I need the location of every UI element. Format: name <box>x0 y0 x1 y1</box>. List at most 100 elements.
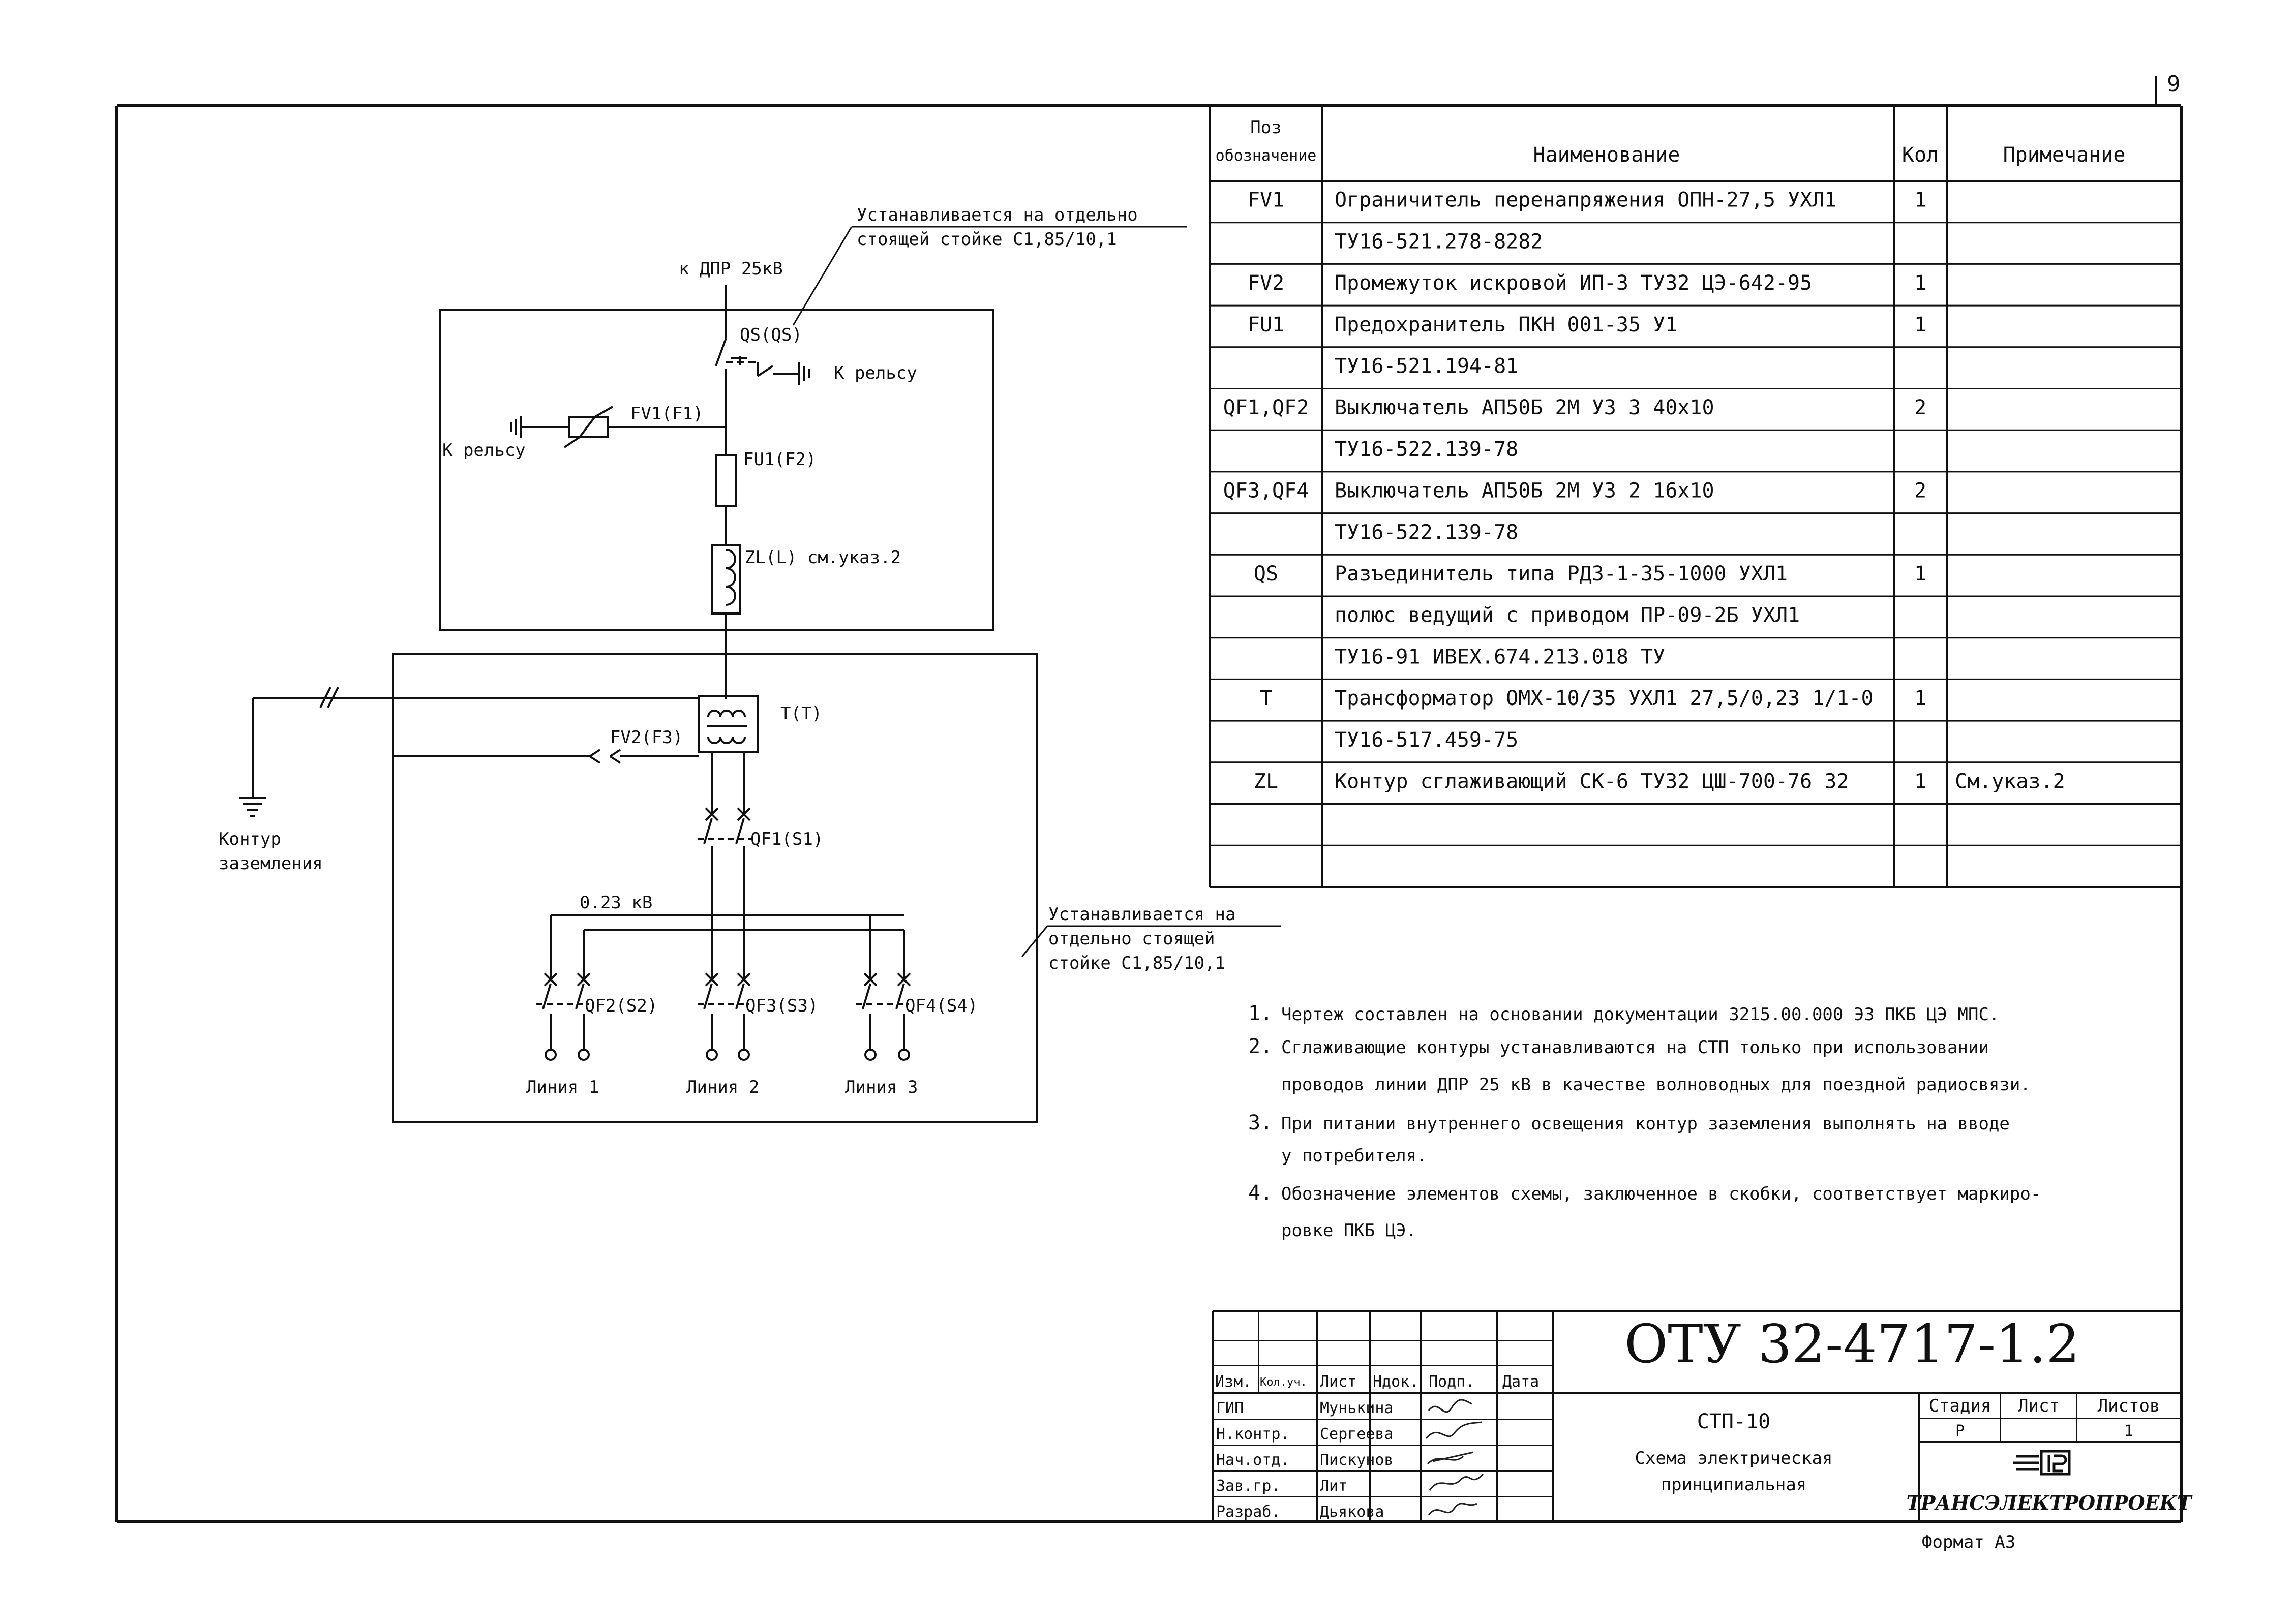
breaker-symbol <box>856 972 911 1061</box>
note-text: у потребителя. <box>1281 1146 1427 1166</box>
zl-label: ZL(L) см.указ.2 <box>745 547 901 568</box>
row-name: ТУ16-521.278-8282 <box>1335 230 1543 253</box>
rail-left-label: К рельсу <box>442 440 526 461</box>
role-person: Мунькина <box>1320 1399 1394 1417</box>
sheets-header: Листов <box>2098 1396 2160 1416</box>
row-qty: 1 <box>1914 770 1926 793</box>
note-text: При питании внутреннего освещения контур… <box>1281 1114 2010 1134</box>
qf4-label: QF4(S4) <box>905 996 978 1016</box>
row-pos: T <box>1260 687 1272 710</box>
role-person: Пискунов <box>1320 1451 1394 1469</box>
role-person: Дьякова <box>1320 1503 1384 1521</box>
title-line-2: Схема электрическая <box>1635 1448 1833 1468</box>
note-text: Обозначение элементов схемы, заключенное… <box>1281 1184 2041 1204</box>
row-name: Выключатель АП50Б 2М УЗ 2 16х10 <box>1335 479 1714 503</box>
row-pos: QF1,QF2 <box>1223 396 1309 419</box>
fu1-label: FU1(F2) <box>743 449 816 470</box>
row-name: ТУ16-517.459-75 <box>1335 728 1518 752</box>
role-title: Н.контр. <box>1216 1425 1290 1443</box>
row-name: ТУ16-521.194-81 <box>1335 354 1518 378</box>
line-2-label: Линия 2 <box>686 1077 759 1097</box>
title-line-1: СТП-10 <box>1697 1410 1771 1433</box>
header-pos: Поз <box>1250 117 1281 138</box>
role-person: Лит <box>1320 1477 1347 1495</box>
row-qty: 1 <box>1914 562 1926 586</box>
stage-value: Р <box>1955 1422 1965 1440</box>
note-text: Сглаживающие контуры устанавливаются на … <box>1281 1037 1989 1058</box>
role-title: Зав.гр. <box>1216 1477 1280 1495</box>
row-name: Контур сглаживающий СК-6 ТУ32 ЦШ-700-76 … <box>1335 770 1849 793</box>
spec-row: ТУ16-517.459-75 <box>1335 728 1518 752</box>
spec-row: ТУ16-91 ИВЕХ.674.213.018 ТУ <box>1335 645 1665 668</box>
row-pos: FV2 <box>1248 271 1284 295</box>
title-block: ОТУ 32-4717-1.2 Изм. Кол.уч. Лист Ндок. … <box>1212 1310 2193 1552</box>
sheets-value: 1 <box>2124 1422 2133 1440</box>
feed-label: к ДПР 25кВ <box>679 259 783 279</box>
line-3-label: Линия 3 <box>845 1077 918 1097</box>
breaker-symbol <box>698 972 751 1061</box>
row-pos: FV1 <box>1248 189 1284 212</box>
drawing-notes: 1.Чертеж составлен на основании документ… <box>1248 1002 2041 1241</box>
note-number: 3. <box>1248 1111 1273 1135</box>
rail-right-label: К рельсу <box>834 363 917 383</box>
sheet-header: Лист <box>2018 1396 2060 1416</box>
row-name: Трансформатор ОМХ-10/35 УХЛ1 27,5/0,23 1… <box>1335 687 1874 710</box>
note-number: 2. <box>1248 1035 1273 1058</box>
col-list: Лист <box>1320 1373 1356 1391</box>
row-qty: 2 <box>1914 479 1926 503</box>
stage-header: Стадия <box>1929 1396 1991 1416</box>
row-name: Выключатель АП50Б 2М УЗ 3 40х10 <box>1335 396 1714 419</box>
row-qty: 1 <box>1914 189 1926 212</box>
row-pos: FU1 <box>1248 313 1284 336</box>
voltage-label: 0.23 кВ <box>580 893 652 913</box>
mount-note-bottom-3: стойке С1,85/10,1 <box>1048 953 1225 973</box>
row-qty: 1 <box>1914 271 1926 295</box>
spec-row: ТУ16-521.278-8282 <box>1335 230 1543 253</box>
header-pos-sub: обозначение <box>1216 147 1317 165</box>
fv2-label: FV2(F3) <box>610 727 683 748</box>
document-code: ОТУ 32-4717-1.2 <box>1624 1313 2080 1375</box>
sheet-number: 9 <box>2167 71 2181 97</box>
row-name: ТУ16-91 ИВЕХ.674.213.018 ТУ <box>1335 645 1665 668</box>
spec-row: ТУ16-522.139-78 <box>1335 520 1518 544</box>
row-name: Промежуток искровой ИП-3 ТУ32 ЦЭ-642-95 <box>1335 271 1812 295</box>
row-name: полюс ведущий с приводом ПР-09-2Б УХЛ1 <box>1335 604 1800 627</box>
ground-label-2: заземления <box>219 853 323 874</box>
row-name: Предохранитель ПКН 001-35 У1 <box>1335 313 1677 336</box>
spec-row: ZL Контур сглаживающий СК-6 ТУ32 ЦШ-700-7… <box>1254 770 2065 793</box>
breaker-symbol <box>536 972 591 1061</box>
upper-equipment-box <box>439 309 994 631</box>
header-name: Наименование <box>1533 143 1680 167</box>
role-title: Разраб. <box>1216 1503 1280 1521</box>
spec-row: ТУ16-521.194-81 <box>1335 354 1518 378</box>
row-pos: ZL <box>1254 770 1278 793</box>
format-label: Формат А3 <box>1922 1532 2015 1552</box>
spec-row: FV1 Ограничитель перенапряжения ОПН-27,5 … <box>1248 189 1926 212</box>
ground-label-1: Контур <box>219 829 281 849</box>
col-ndok: Ндок. <box>1373 1373 1418 1391</box>
note-text: проводов линии ДПР 25 кВ в качестве волн… <box>1281 1075 2031 1095</box>
row-qty: 1 <box>1914 687 1926 710</box>
title-line-3: принципиальная <box>1661 1475 1807 1495</box>
note-text: ровке ПКБ ЦЭ. <box>1281 1220 1416 1241</box>
spec-row: ТУ16-522.139-78 <box>1335 438 1518 461</box>
row-name: Разъединитель типа РДЗ-1-35-1000 УХЛ1 <box>1335 562 1788 586</box>
row-name: ТУ16-522.139-78 <box>1335 520 1518 544</box>
qs-label: QS(QS) <box>740 325 802 345</box>
col-podp: Подп. <box>1429 1373 1474 1391</box>
spec-row: QF3,QF4 Выключатель АП50Б 2М УЗ 2 16х10 2 <box>1223 479 1926 503</box>
row-name: Ограничитель перенапряжения ОПН-27,5 УХЛ… <box>1335 189 1836 212</box>
line-1-label: Линия 1 <box>526 1077 599 1097</box>
row-qty: 1 <box>1914 313 1926 336</box>
qf3-label: QF3(S3) <box>745 996 818 1016</box>
qf2-label: QF2(S2) <box>585 996 657 1016</box>
mount-note-top-1: Устанавливается на отдельно <box>857 205 1138 225</box>
row-pos: QF3,QF4 <box>1223 479 1309 503</box>
row-name: ТУ16-522.139-78 <box>1335 438 1518 461</box>
role-person: Сергеева <box>1320 1425 1394 1443</box>
header-note: Примечание <box>2003 143 2126 167</box>
col-data: Дата <box>1502 1373 1539 1391</box>
